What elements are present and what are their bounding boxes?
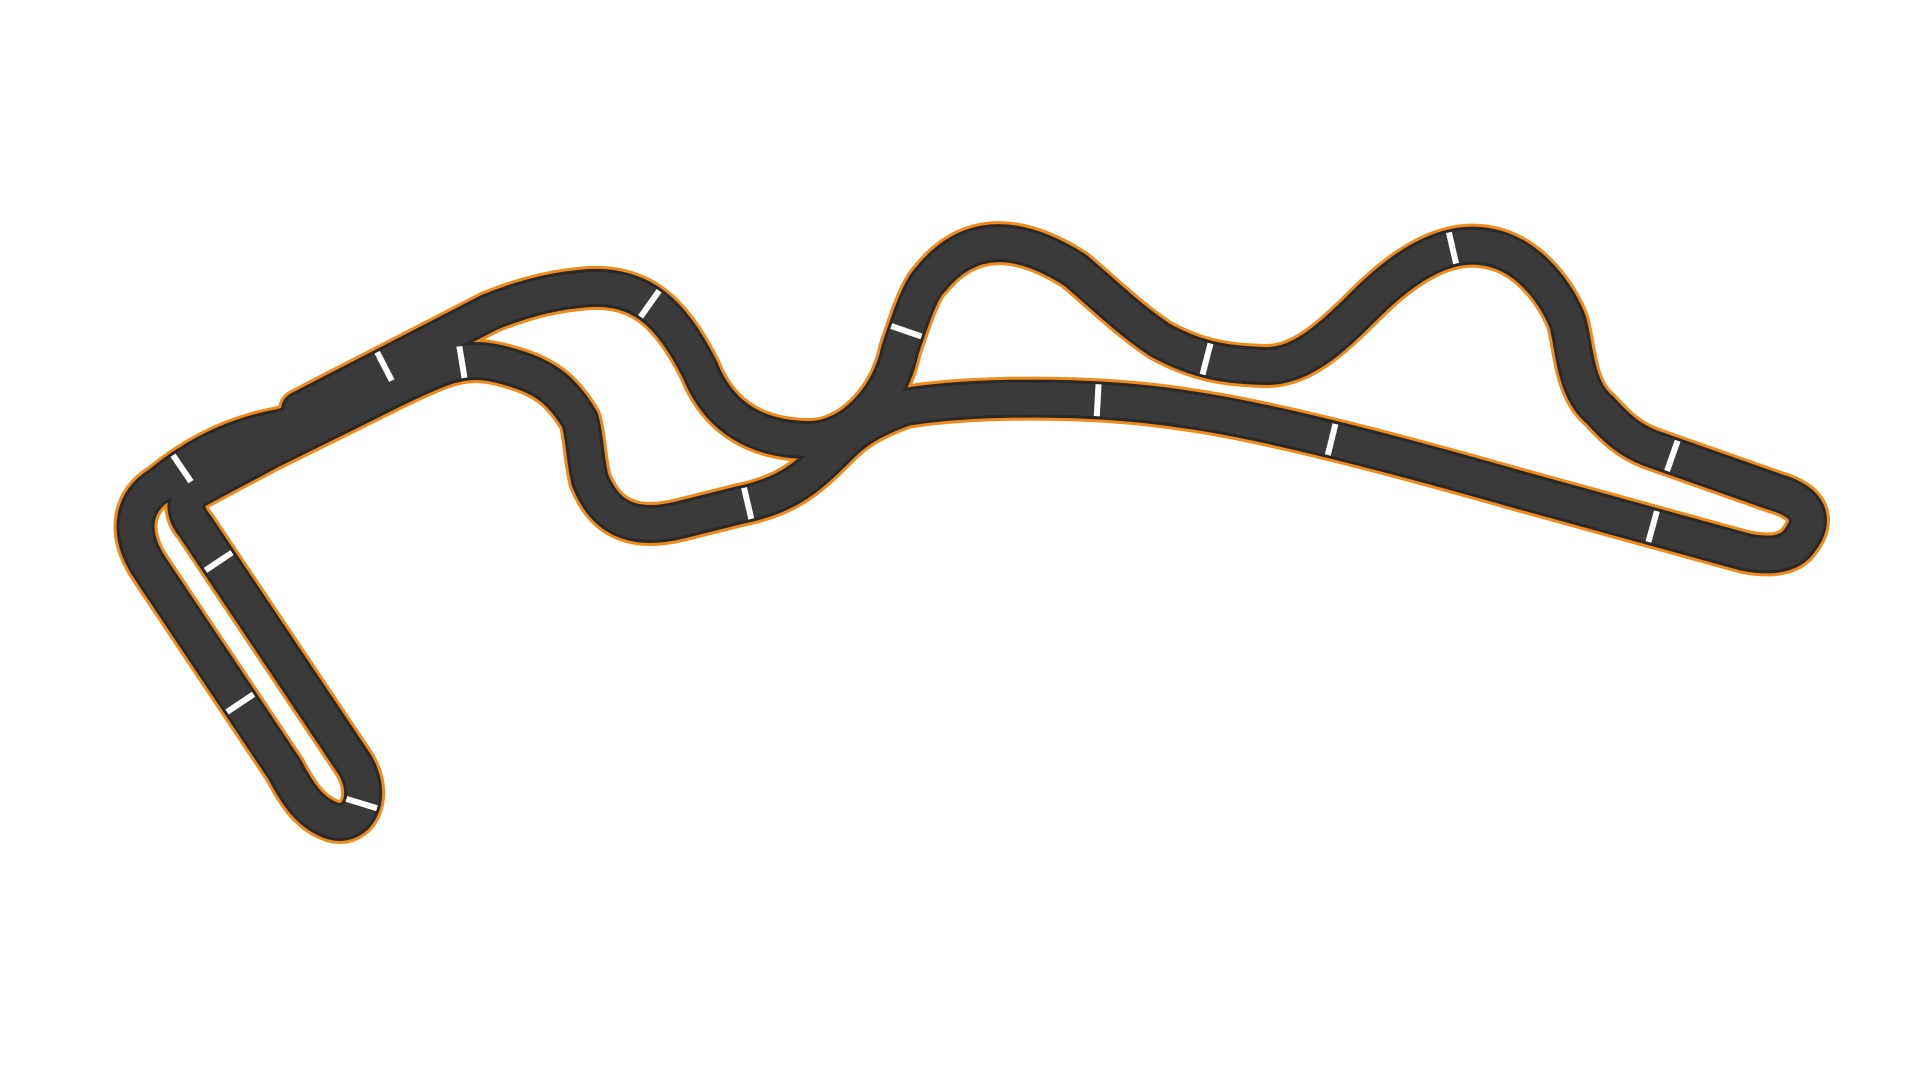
- sector-markers: [170, 231, 1681, 812]
- sector-marker: [1093, 384, 1102, 417]
- sector-marker: [170, 453, 194, 484]
- sector-marker: [1645, 510, 1660, 543]
- sector-marker: [1324, 423, 1339, 456]
- sector-marker: [456, 345, 468, 379]
- sector-marker: [741, 487, 755, 520]
- circuit-track: [113, 221, 1830, 844]
- sector-marker: [890, 323, 923, 340]
- sector-marker: [374, 350, 395, 383]
- sector-marker: [203, 550, 234, 573]
- track-asphalt: [119, 227, 1824, 838]
- sector-marker: [1664, 439, 1681, 472]
- sector-marker: [1445, 231, 1460, 265]
- sector-marker: [1199, 342, 1214, 376]
- sector-marker: [638, 289, 662, 319]
- sector-marker: [345, 795, 378, 812]
- sector-marker: [225, 691, 256, 715]
